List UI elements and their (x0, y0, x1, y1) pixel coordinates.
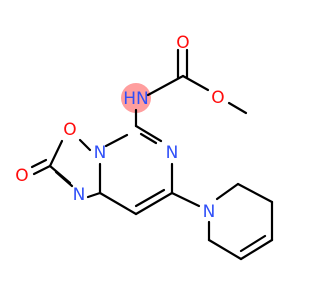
atom-labels: O O HN O N N O N N (15, 33, 224, 222)
bond-c4p-c5p-double (239, 234, 267, 253)
bond-c2-n3-double (54, 170, 74, 188)
oxo-oxygen-label: O (15, 166, 28, 186)
pyrimidine-nitrogen-label: N (166, 143, 179, 163)
bond-n4-o1 (78, 138, 92, 152)
bond-o1-c2 (48, 139, 64, 168)
imine-nitrogen-label: N (73, 185, 86, 205)
bond-c5-n6-double (139, 132, 158, 145)
nh-highlight (121, 83, 151, 113)
bond-c5p-c6p (207, 238, 243, 261)
bonds (30, 48, 274, 261)
bond-c5-n4 (104, 133, 129, 148)
bond-c2p-c3p (236, 182, 274, 204)
carbonyl-oxygen-label: O (176, 33, 189, 53)
bond-npip-c2p (215, 182, 240, 201)
bond-c7-c8 (134, 191, 174, 216)
bond-c5-n6 (134, 124, 163, 143)
fused-nitrogen-label: N (94, 143, 107, 163)
bond-n3-c8a (86, 191, 102, 199)
carbamate-nh-label: HN (123, 89, 149, 109)
bond-c2-oxo-b (30, 158, 48, 169)
bond-c-nh (146, 74, 185, 97)
bond-oester-methyl (227, 101, 248, 115)
bond-c-oester (181, 74, 210, 92)
bond-c4p-c5p (239, 238, 274, 261)
molecule-structure: O O HN O N N O N N (15, 33, 274, 261)
bond-c2-oxo-a (32, 164, 52, 176)
piperidine-nitrogen-label: N (203, 202, 216, 222)
bond-c7-npip (170, 191, 201, 208)
ring-oxygen-label: O (63, 120, 76, 140)
ester-oxygen-label: O (211, 88, 224, 108)
bond-c8-c8a (98, 191, 138, 216)
bond-c7-c8-double (134, 188, 166, 208)
